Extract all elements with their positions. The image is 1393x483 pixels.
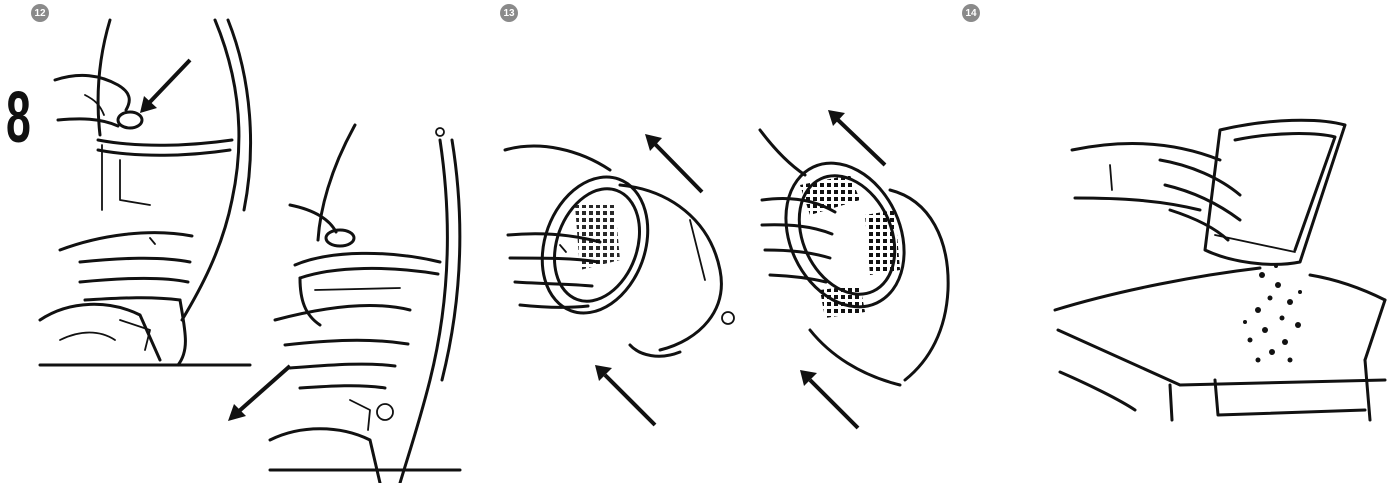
step-12-illustration-a xyxy=(40,20,251,365)
step-14-illustration xyxy=(1055,120,1385,420)
step-12-illustration-b xyxy=(228,125,460,483)
debris-dots xyxy=(1243,264,1302,363)
step-13-illustration-b xyxy=(760,110,948,428)
step-13-illustration-a xyxy=(505,134,734,425)
